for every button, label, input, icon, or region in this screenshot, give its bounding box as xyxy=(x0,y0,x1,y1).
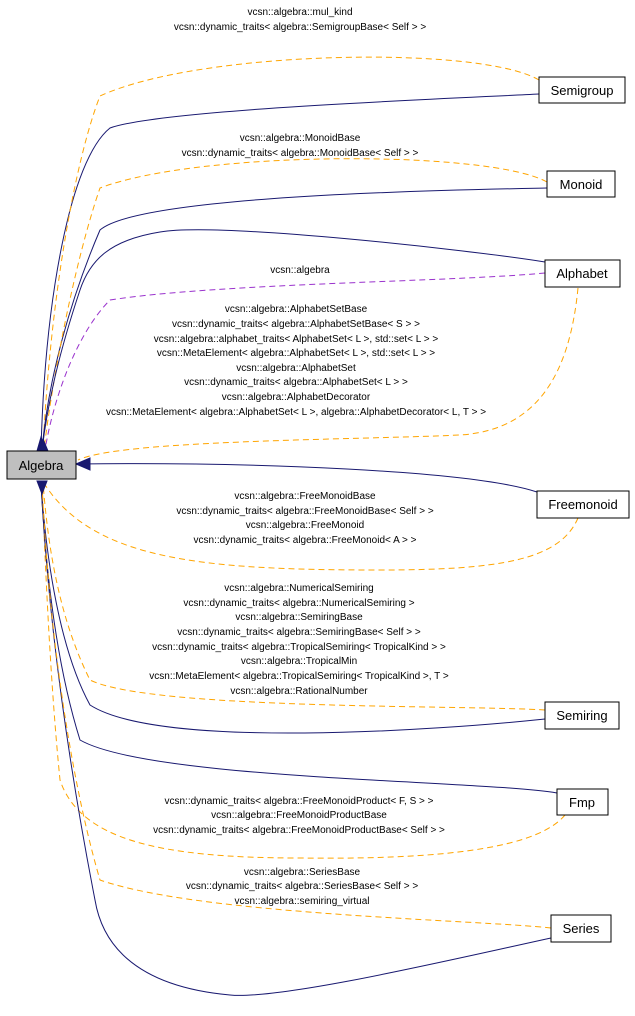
label-semiring-7: vcsn::algebra::RationalNumber xyxy=(230,686,368,697)
node-fmp[interactable]: Fmp xyxy=(556,788,609,816)
node-freemonoid-label: Freemonoid xyxy=(548,497,617,512)
label-alphabet-5: vcsn::dynamic_traits< algebra::AlphabetS… xyxy=(184,377,408,388)
edge-semiring-use xyxy=(42,481,546,711)
label-fmp-1: vcsn::algebra::FreeMonoidProductBase xyxy=(211,810,387,821)
label-series-1: vcsn::dynamic_traits< algebra::SeriesBas… xyxy=(186,881,419,892)
label-alphabet-3: vcsn::MetaElement< algebra::AlphabetSet<… xyxy=(157,348,435,359)
node-semigroup[interactable]: Semigroup xyxy=(538,76,626,104)
node-algebra-label: Algebra xyxy=(19,458,65,473)
label-semiring-0: vcsn::algebra::NumericalSemiring xyxy=(224,583,374,594)
edge-series-inherit xyxy=(40,481,552,996)
edge-semigroup-inherit xyxy=(40,93,540,451)
node-alphabet[interactable]: Alphabet xyxy=(544,259,621,288)
label-series-0: vcsn::algebra::SeriesBase xyxy=(244,867,361,878)
label-semiring-1: vcsn::dynamic_traits< algebra::Numerical… xyxy=(183,598,414,609)
label-semigroup-1: vcsn::dynamic_traits< algebra::Semigroup… xyxy=(174,22,427,33)
node-semiring[interactable]: Semiring xyxy=(544,701,620,730)
arrowhead-left xyxy=(74,457,91,471)
label-series-2: vcsn::algebra::semiring_virtual xyxy=(234,896,369,907)
label-freemonoid-0: vcsn::algebra::FreeMonoidBase xyxy=(234,491,376,502)
edge-semigroup-use xyxy=(42,56,540,451)
label-alphabet-4: vcsn::algebra::AlphabetSet xyxy=(236,363,356,374)
label-freemonoid-2: vcsn::algebra::FreeMonoid xyxy=(246,520,364,531)
edge-series-use xyxy=(41,481,552,929)
arrowhead-down xyxy=(36,480,48,496)
label-freemonoid-3: vcsn::dynamic_traits< algebra::FreeMonoi… xyxy=(194,535,417,546)
label-alphabet-0: vcsn::algebra::AlphabetSetBase xyxy=(225,304,368,315)
node-monoid[interactable]: Monoid xyxy=(546,170,616,198)
edge-alphabet-use-purple xyxy=(44,272,546,451)
label-semiring-4: vcsn::dynamic_traits< algebra::TropicalS… xyxy=(152,642,446,653)
label-alphabet-1: vcsn::dynamic_traits< algebra::AlphabetS… xyxy=(172,319,420,330)
edge-alphabet-inherit xyxy=(41,229,546,451)
label-fmp-2: vcsn::dynamic_traits< algebra::FreeMonoi… xyxy=(153,825,445,836)
label-alphabet-purple-0: vcsn::algebra xyxy=(270,265,330,276)
label-alphabet-7: vcsn::MetaElement< algebra::AlphabetSet<… xyxy=(106,407,486,418)
label-semiring-5: vcsn::algebra::TropicalMin xyxy=(241,656,357,667)
label-monoid-1: vcsn::dynamic_traits< algebra::MonoidBas… xyxy=(182,148,419,159)
edges xyxy=(36,56,579,996)
node-semigroup-label: Semigroup xyxy=(551,83,614,98)
label-semiring-3: vcsn::dynamic_traits< algebra::SemiringB… xyxy=(177,627,421,638)
label-monoid-0: vcsn::algebra::MonoidBase xyxy=(240,133,361,144)
label-fmp-0: vcsn::dynamic_traits< algebra::FreeMonoi… xyxy=(164,796,433,807)
label-alphabet-6: vcsn::algebra::AlphabetDecorator xyxy=(222,392,371,403)
edge-labels: vcsn::algebra::mul_kind vcsn::dynamic_tr… xyxy=(106,7,486,907)
label-semiring-6: vcsn::MetaElement< algebra::TropicalSemi… xyxy=(149,671,449,682)
label-semigroup-0: vcsn::algebra::mul_kind xyxy=(247,7,352,18)
node-alphabet-label: Alphabet xyxy=(556,266,608,281)
node-monoid-label: Monoid xyxy=(560,177,603,192)
edge-freemonoid-use xyxy=(41,479,579,571)
node-series-label: Series xyxy=(563,921,600,936)
node-freemonoid[interactable]: Freemonoid xyxy=(536,490,630,519)
edge-semiring-inherit xyxy=(40,481,546,734)
node-fmp-label: Fmp xyxy=(569,795,595,810)
edge-monoid-inherit xyxy=(41,187,548,451)
node-semiring-label: Semiring xyxy=(556,708,607,723)
label-alphabet-2: vcsn::algebra::alphabet_traits< Alphabet… xyxy=(154,334,439,345)
edge-fmp-use xyxy=(41,481,566,859)
node-series[interactable]: Series xyxy=(550,914,612,943)
node-algebra[interactable]: Algebra xyxy=(6,450,77,480)
edge-freemonoid-inherit xyxy=(77,463,538,493)
label-semiring-2: vcsn::algebra::SemiringBase xyxy=(235,612,363,623)
label-freemonoid-1: vcsn::dynamic_traits< algebra::FreeMonoi… xyxy=(176,506,434,517)
